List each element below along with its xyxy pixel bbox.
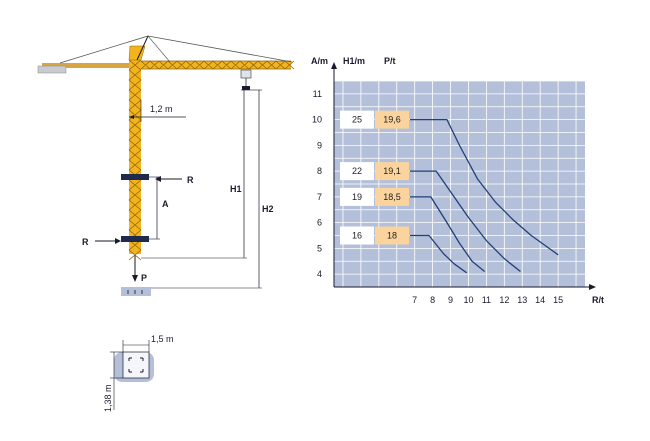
p-cell (375, 187, 409, 206)
tie-spacing-label: A (162, 199, 169, 209)
chart-table: 25 19,6 22 19,1 19 18,5 16 18 (340, 110, 409, 245)
y-tick-label: 10 (312, 115, 322, 125)
counter-jib-tie-rope (59, 35, 149, 64)
x-tick-label: 8 (430, 295, 435, 305)
height-dimensions: H1 H2 (141, 89, 274, 289)
h1-cell-value: 16 (352, 231, 362, 241)
load-curve (410, 118, 559, 256)
load-label: P (141, 273, 147, 283)
y-tick-label: 8 (317, 166, 322, 176)
height-h2-label: H2 (262, 204, 274, 214)
p-cell (375, 110, 409, 129)
hook-block (242, 86, 250, 90)
y-tick-label: 11 (313, 89, 322, 99)
jib-tie-rope (147, 35, 293, 63)
p-cell (375, 226, 409, 245)
mast-offset-label: 1,2 m (150, 104, 173, 114)
footprint-width-label: 1,5 m (151, 334, 174, 344)
trolley (240, 69, 252, 79)
p-cell-value: 18 (387, 231, 397, 241)
x-tick-label: 7 (412, 295, 417, 305)
y-tick-labels: 4 5 6 7 8 9 10 11 (312, 89, 322, 279)
tower-peak (136, 35, 149, 61)
y-tick-label: 6 (317, 218, 322, 228)
x-tick-labels: 7 8 9 10 11 12 13 14 15 (412, 295, 563, 305)
counter-weight (37, 65, 67, 74)
load-curve (410, 196, 486, 273)
h1-cell-value: 22 (352, 166, 362, 176)
load-curve (410, 234, 468, 274)
p-cell-value: 19,6 (383, 115, 401, 125)
x-tick-label: 9 (448, 295, 453, 305)
h1-cell (340, 162, 374, 181)
x-tick-label: 11 (482, 295, 491, 305)
x-axis-label: R/t (592, 295, 604, 305)
height-h1-label: H1 (230, 184, 242, 194)
p-cell-value: 18,5 (383, 192, 401, 202)
y-tick-label: 4 (317, 269, 322, 279)
chart-curves (410, 118, 559, 274)
h1-cell-value: 25 (352, 115, 362, 125)
x-tick-label: 15 (553, 295, 563, 305)
y-tick-label: 9 (317, 140, 322, 150)
mast-offset-dimension: 1,2 m (129, 100, 186, 122)
x-tick-label: 12 (499, 295, 509, 305)
y-axis-label: A/m (311, 56, 328, 66)
counter-jib (42, 63, 130, 68)
tie-spacing-dimension: A (149, 176, 169, 240)
h1-cell (340, 187, 374, 206)
p-cell-value: 19,1 (383, 166, 401, 176)
crane-structure (37, 35, 295, 296)
force-r-top-label: R (187, 175, 194, 185)
y-tick-label: 7 (317, 192, 322, 202)
reaction-arrows: R R (82, 175, 194, 247)
tower-mast (129, 60, 141, 254)
jib (141, 61, 291, 69)
load-curve (410, 170, 521, 273)
load-chart: 25 19,6 22 19,1 19 18,5 16 18 4 5 6 7 8 9 10 11 7 8 9 10 1… (311, 56, 604, 305)
h1-cell (340, 226, 374, 245)
x-tick-label: 10 (463, 295, 473, 305)
y-tick-label: 5 (317, 243, 322, 253)
load-arrow: P (132, 255, 147, 283)
footprint-mast-square (122, 351, 150, 379)
chart-axes (331, 62, 596, 290)
p-cell (375, 162, 409, 181)
h1-cell (340, 110, 374, 129)
force-r-bottom-label: R (82, 237, 89, 247)
p-column-header: P/t (384, 56, 396, 66)
tie-collar-top (121, 174, 149, 180)
mast-footprint: 1,5 m 1,38 m (103, 334, 174, 412)
x-tick-label: 13 (517, 295, 527, 305)
h1-column-header: H1/m (343, 56, 365, 66)
x-tick-label: 14 (535, 295, 545, 305)
tie-collar-bottom (121, 236, 149, 242)
footprint-depth-label: 1,38 m (103, 384, 113, 412)
foundation-block (121, 287, 151, 296)
h1-cell-value: 19 (352, 192, 362, 202)
